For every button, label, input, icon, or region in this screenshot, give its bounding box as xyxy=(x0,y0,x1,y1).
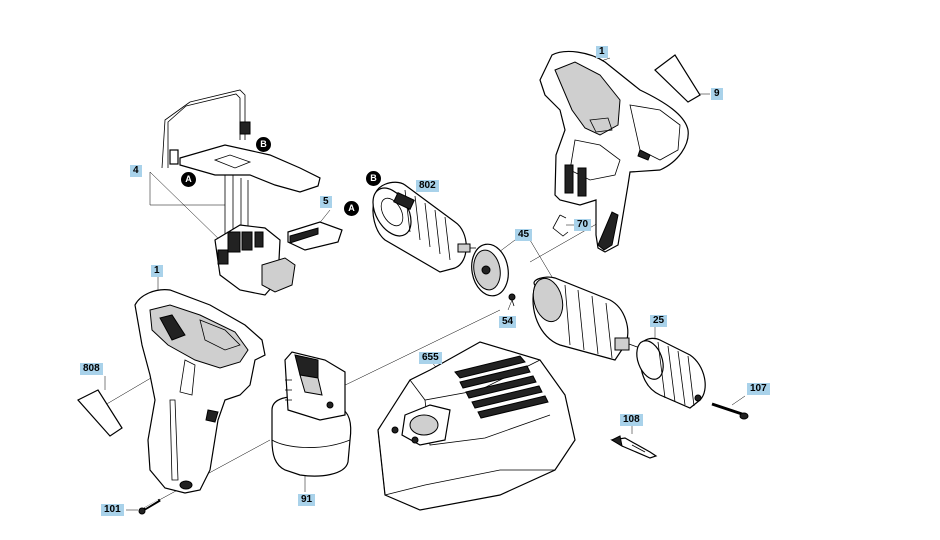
spring-clip-drawing xyxy=(552,214,569,237)
housing-right-drawing xyxy=(539,50,689,253)
part-label-housing-right: 1 xyxy=(596,46,608,58)
part-label-housing-screw: 101 xyxy=(101,504,124,516)
connector-b-wiring: B xyxy=(256,137,271,152)
motor-drawing xyxy=(372,181,476,273)
part-label-bit: 108 xyxy=(620,414,643,426)
part-label-chuck-screw: 107 xyxy=(747,383,770,395)
charger-drawing xyxy=(377,341,576,511)
connector-a-motor: A xyxy=(344,201,359,216)
part-label-decal-right: 9 xyxy=(711,88,723,100)
part-label-decal-left: 808 xyxy=(80,363,103,375)
part-label-wiring-switch: 4 xyxy=(130,165,142,177)
wiring-switch-drawing xyxy=(161,89,321,296)
part-label-housing-left: 1 xyxy=(151,265,163,277)
part-label-small-screw: 54 xyxy=(499,316,517,328)
chuck-drawing xyxy=(636,337,706,409)
part-label-charger: 655 xyxy=(419,352,442,364)
part-label-chuck: 25 xyxy=(650,315,668,327)
small-screw-drawing xyxy=(508,293,516,307)
part-label-gear-assembly: 45 xyxy=(515,229,533,241)
connector-a-wiring: A xyxy=(181,172,196,187)
part-label-switch-button: 5 xyxy=(320,196,332,208)
part-label-battery: 91 xyxy=(298,494,316,506)
connector-b-motor: B xyxy=(366,171,381,186)
decal-right-drawing xyxy=(654,54,701,103)
battery-drawing xyxy=(271,351,352,477)
chuck-screw-drawing xyxy=(711,401,749,420)
decal-left-drawing xyxy=(77,389,123,437)
housing-left-drawing xyxy=(134,289,266,494)
gear-plate-drawing xyxy=(471,243,509,297)
bit-drawing xyxy=(610,435,658,459)
gear-housing-drawing xyxy=(532,276,641,361)
part-label-spring-clip: 70 xyxy=(574,219,592,231)
housing-screw-drawing xyxy=(138,498,161,515)
part-label-motor: 802 xyxy=(416,180,439,192)
switch-button-drawing xyxy=(287,221,343,251)
